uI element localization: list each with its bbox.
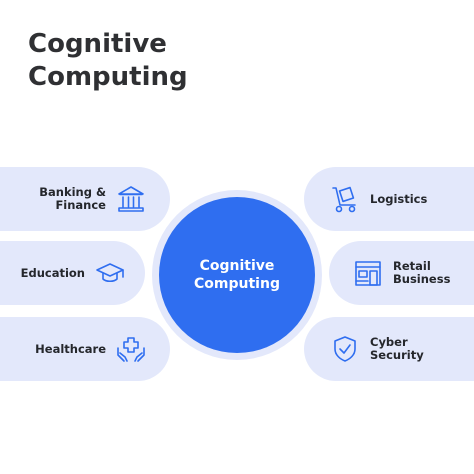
center-label: Cognitive Computing	[194, 257, 280, 293]
item-banking-finance-label: Banking & Finance	[39, 186, 106, 212]
center-label-line-2: Computing	[194, 276, 280, 292]
item-cyber-security: Cyber Security	[304, 317, 474, 381]
page-title-line-2: Computing	[28, 62, 188, 92]
item-label-line-2: Security	[370, 348, 424, 362]
item-logistics: Logistics	[304, 167, 474, 231]
bank-icon	[116, 184, 146, 214]
center-label-line-1: Cognitive	[199, 258, 275, 274]
item-label-line-1: Banking &	[39, 185, 106, 199]
hand-truck-icon	[330, 184, 360, 214]
item-healthcare: Healthcare	[0, 317, 170, 381]
item-label-line-1: Retail	[393, 259, 431, 273]
item-label-line-1: Healthcare	[35, 341, 106, 356]
healthcare-hands-icon	[116, 334, 146, 364]
item-healthcare-label: Healthcare	[35, 341, 106, 356]
item-retail-business: Retail Business	[329, 241, 474, 305]
item-education: Education	[0, 241, 145, 305]
center-circle: Cognitive Computing	[159, 197, 315, 353]
shield-check-icon	[330, 334, 360, 364]
item-label-line-1: Education	[20, 265, 85, 280]
item-label-line-2: Business	[393, 272, 451, 286]
item-logistics-label: Logistics	[370, 191, 428, 206]
item-label-line-1: Cyber	[370, 335, 408, 349]
item-label-line-1: Logistics	[370, 191, 428, 206]
page-title: Cognitive Computing	[28, 28, 188, 94]
item-label-line-2: Finance	[55, 198, 106, 212]
storefront-icon	[353, 258, 383, 288]
item-cyber-security-label: Cyber Security	[370, 336, 424, 362]
graduation-cap-icon	[95, 258, 125, 288]
item-retail-business-label: Retail Business	[393, 260, 450, 286]
item-education-label: Education	[20, 265, 85, 280]
page-title-line-1: Cognitive	[28, 29, 167, 59]
item-banking-finance: Banking & Finance	[0, 167, 170, 231]
